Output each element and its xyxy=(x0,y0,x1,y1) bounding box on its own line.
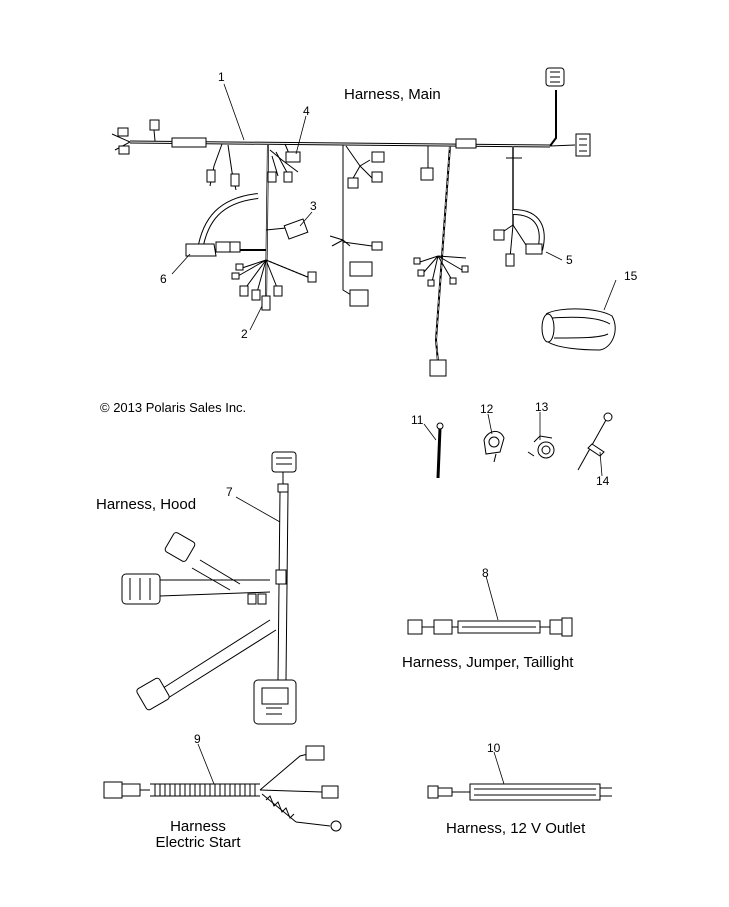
jumper-harness xyxy=(407,617,573,637)
callout-11: 11 xyxy=(411,413,424,427)
callout-10: 10 xyxy=(487,741,501,755)
title-hood-harness: Harness, Hood xyxy=(96,496,197,513)
callout-7: 7 xyxy=(226,485,233,499)
callout-14: 14 xyxy=(596,474,610,488)
tie-11 xyxy=(436,422,444,479)
main-harness xyxy=(111,67,591,377)
callout-3: 3 xyxy=(310,199,317,213)
callout-leaders xyxy=(171,83,617,785)
clip-12 xyxy=(483,431,505,463)
tie-mount-14 xyxy=(577,412,613,471)
title-main-harness: Harness, Main xyxy=(344,86,441,103)
callout-2: 2 xyxy=(241,327,248,341)
callout-6: 6 xyxy=(160,272,167,286)
electric-start-harness xyxy=(103,745,342,832)
outlet-harness xyxy=(427,783,612,801)
callout-4: 4 xyxy=(303,104,310,118)
callout-9: 9 xyxy=(194,732,201,746)
clip-13 xyxy=(527,435,555,459)
hood-harness xyxy=(121,451,297,725)
title-jumper-harness: Harness, Jumper, Taillight xyxy=(402,654,574,671)
sleeve-15 xyxy=(541,308,616,351)
callout-13: 13 xyxy=(535,400,549,414)
callout-1: 1 xyxy=(218,70,225,84)
copyright-notice: © 2013 Polaris Sales Inc. xyxy=(100,400,247,415)
title-outlet-harness: Harness, 12 V Outlet xyxy=(446,820,586,837)
callout-15: 15 xyxy=(624,269,638,283)
title-start-harness-line2: Electric Start xyxy=(155,834,241,851)
callout-5: 5 xyxy=(566,253,573,267)
title-start-harness-line1: Harness xyxy=(170,818,226,835)
callout-8: 8 xyxy=(482,566,489,580)
callout-12: 12 xyxy=(480,402,494,416)
